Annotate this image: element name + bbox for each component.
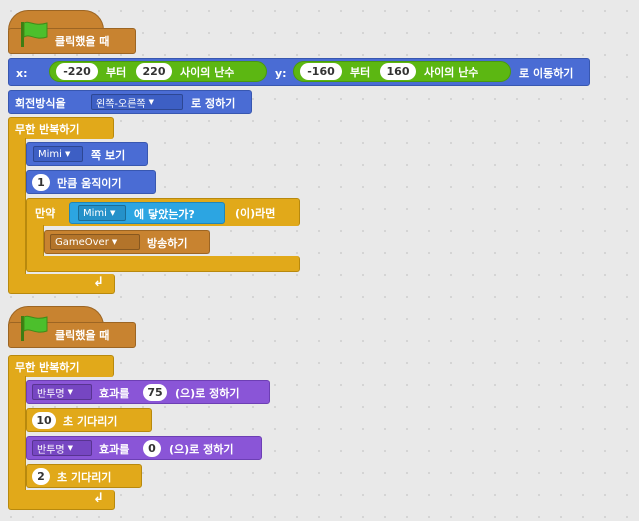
point-target-value: Mimi (38, 148, 62, 160)
set-effect-block[interactable]: 반투명▼ 효과를 75 (으)로 정하기 (26, 380, 270, 404)
forever-arm[interactable] (8, 138, 26, 274)
loop-arrow-icon: ↲ (93, 275, 104, 290)
loop-arrow-icon: ↲ (93, 491, 104, 506)
x-to-input[interactable]: 220 (136, 63, 172, 80)
y-label: y: (275, 67, 287, 80)
dropdown-arrow-icon: ▼ (64, 150, 71, 158)
y-random-label: 사이의 난수 (424, 66, 479, 79)
if-label: 만약 (35, 207, 56, 220)
when-flag-clicked-block[interactable]: 클릭했을 때 (8, 315, 136, 348)
y-mid-label: 부터 (350, 66, 371, 79)
touching-suffix: 에 닿았는가? (134, 208, 195, 221)
effect-mid-label: 효과를 (99, 443, 130, 456)
rotation-style-dropdown[interactable]: 왼쪽-오른쪽▼ (91, 94, 183, 110)
rotation-suffix: 로 정하기 (191, 97, 236, 110)
effect-value-input[interactable]: 0 (143, 440, 161, 457)
dropdown-arrow-icon: ▼ (109, 209, 116, 217)
x-from-input[interactable]: -220 (56, 63, 98, 80)
x-mid-label: 부터 (106, 66, 127, 79)
forever-bottom[interactable]: ↲ (8, 274, 115, 294)
dropdown-arrow-icon: ▼ (148, 98, 154, 106)
move-steps-input[interactable]: 1 (32, 174, 50, 191)
green-flag-icon (21, 21, 48, 47)
wait-suffix: 초 기다리기 (57, 471, 112, 484)
set-rotation-style-block[interactable]: 회전방식을 왼쪽-오른쪽▼ 로 정하기 (8, 90, 252, 114)
wait-seconds-input[interactable]: 10 (32, 412, 56, 429)
point-suffix: 쪽 보기 (91, 149, 126, 162)
x-random-label: 사이의 난수 (180, 66, 235, 79)
goto-suffix: 로 이동하기 (519, 67, 574, 80)
go-to-xy-block[interactable]: x: -220 부터 220 사이의 난수 y: -160 부터 160 사이의… (8, 58, 590, 86)
move-suffix: 만큼 움직이기 (57, 177, 122, 190)
forever-block[interactable]: 무한 반복하기 (8, 355, 114, 377)
broadcast-suffix: 방송하기 (147, 237, 188, 250)
dropdown-arrow-icon: ▼ (67, 388, 73, 396)
forever-label: 무한 반복하기 (15, 123, 80, 136)
random-y-reporter[interactable]: -160 부터 160 사이의 난수 (293, 61, 511, 82)
effect-value: 반투명 (37, 388, 65, 400)
broadcast-block[interactable]: GameOver▼ 방송하기 (44, 230, 210, 254)
touching-target-dropdown[interactable]: Mimi▼ (78, 205, 126, 221)
effect-dropdown[interactable]: 반투명▼ (32, 384, 92, 400)
point-target-dropdown[interactable]: Mimi▼ (33, 146, 83, 162)
wait-block[interactable]: 2 초 기다리기 (26, 464, 142, 488)
rotation-style-value: 왼쪽-오른쪽 (96, 98, 146, 110)
dropdown-arrow-icon: ▼ (111, 238, 118, 246)
effect-suffix: (으)로 정하기 (175, 387, 240, 400)
rotation-prefix: 회전방식을 (15, 97, 66, 110)
hat-label: 클릭했을 때 (55, 35, 110, 48)
effect-dropdown[interactable]: 반투명▼ (32, 440, 92, 456)
move-steps-block[interactable]: 1 만큼 움직이기 (26, 170, 156, 194)
forever-bottom[interactable]: ↲ (8, 490, 115, 510)
point-towards-block[interactable]: Mimi▼ 쪽 보기 (26, 142, 148, 166)
touching-target-value: Mimi (83, 207, 107, 219)
forever-label: 무한 반복하기 (15, 361, 80, 374)
wait-block[interactable]: 10 초 기다리기 (26, 408, 152, 432)
random-x-reporter[interactable]: -220 부터 220 사이의 난수 (49, 61, 267, 82)
set-effect-block[interactable]: 반투명▼ 효과를 0 (으)로 정하기 (26, 436, 262, 460)
touching-reporter[interactable]: Mimi▼ 에 닿았는가? (69, 202, 225, 224)
if-arm[interactable] (26, 225, 44, 257)
when-flag-clicked-block[interactable]: 클릭했을 때 (8, 21, 136, 54)
x-label: x: (16, 67, 28, 80)
effect-suffix: (으)로 정하기 (169, 443, 234, 456)
wait-seconds-input[interactable]: 2 (32, 468, 50, 485)
y-from-input[interactable]: -160 (300, 63, 342, 80)
if-bottom[interactable] (26, 256, 300, 272)
effect-mid-label: 효과를 (99, 387, 130, 400)
if-then-label: (이)라면 (235, 207, 276, 220)
y-to-input[interactable]: 160 (380, 63, 416, 80)
forever-arm[interactable] (8, 376, 26, 490)
if-block[interactable]: 만약 Mimi▼ 에 닿았는가? (이)라면 (26, 198, 300, 226)
dropdown-arrow-icon: ▼ (67, 444, 73, 452)
effect-value: 반투명 (37, 444, 65, 456)
green-flag-icon (21, 315, 48, 341)
effect-value-input[interactable]: 75 (143, 384, 167, 401)
broadcast-message-value: GameOver (55, 236, 109, 248)
forever-block[interactable]: 무한 반복하기 (8, 117, 114, 139)
hat-label: 클릭했을 때 (55, 329, 110, 342)
wait-suffix: 초 기다리기 (63, 415, 118, 428)
broadcast-message-dropdown[interactable]: GameOver▼ (50, 234, 140, 250)
